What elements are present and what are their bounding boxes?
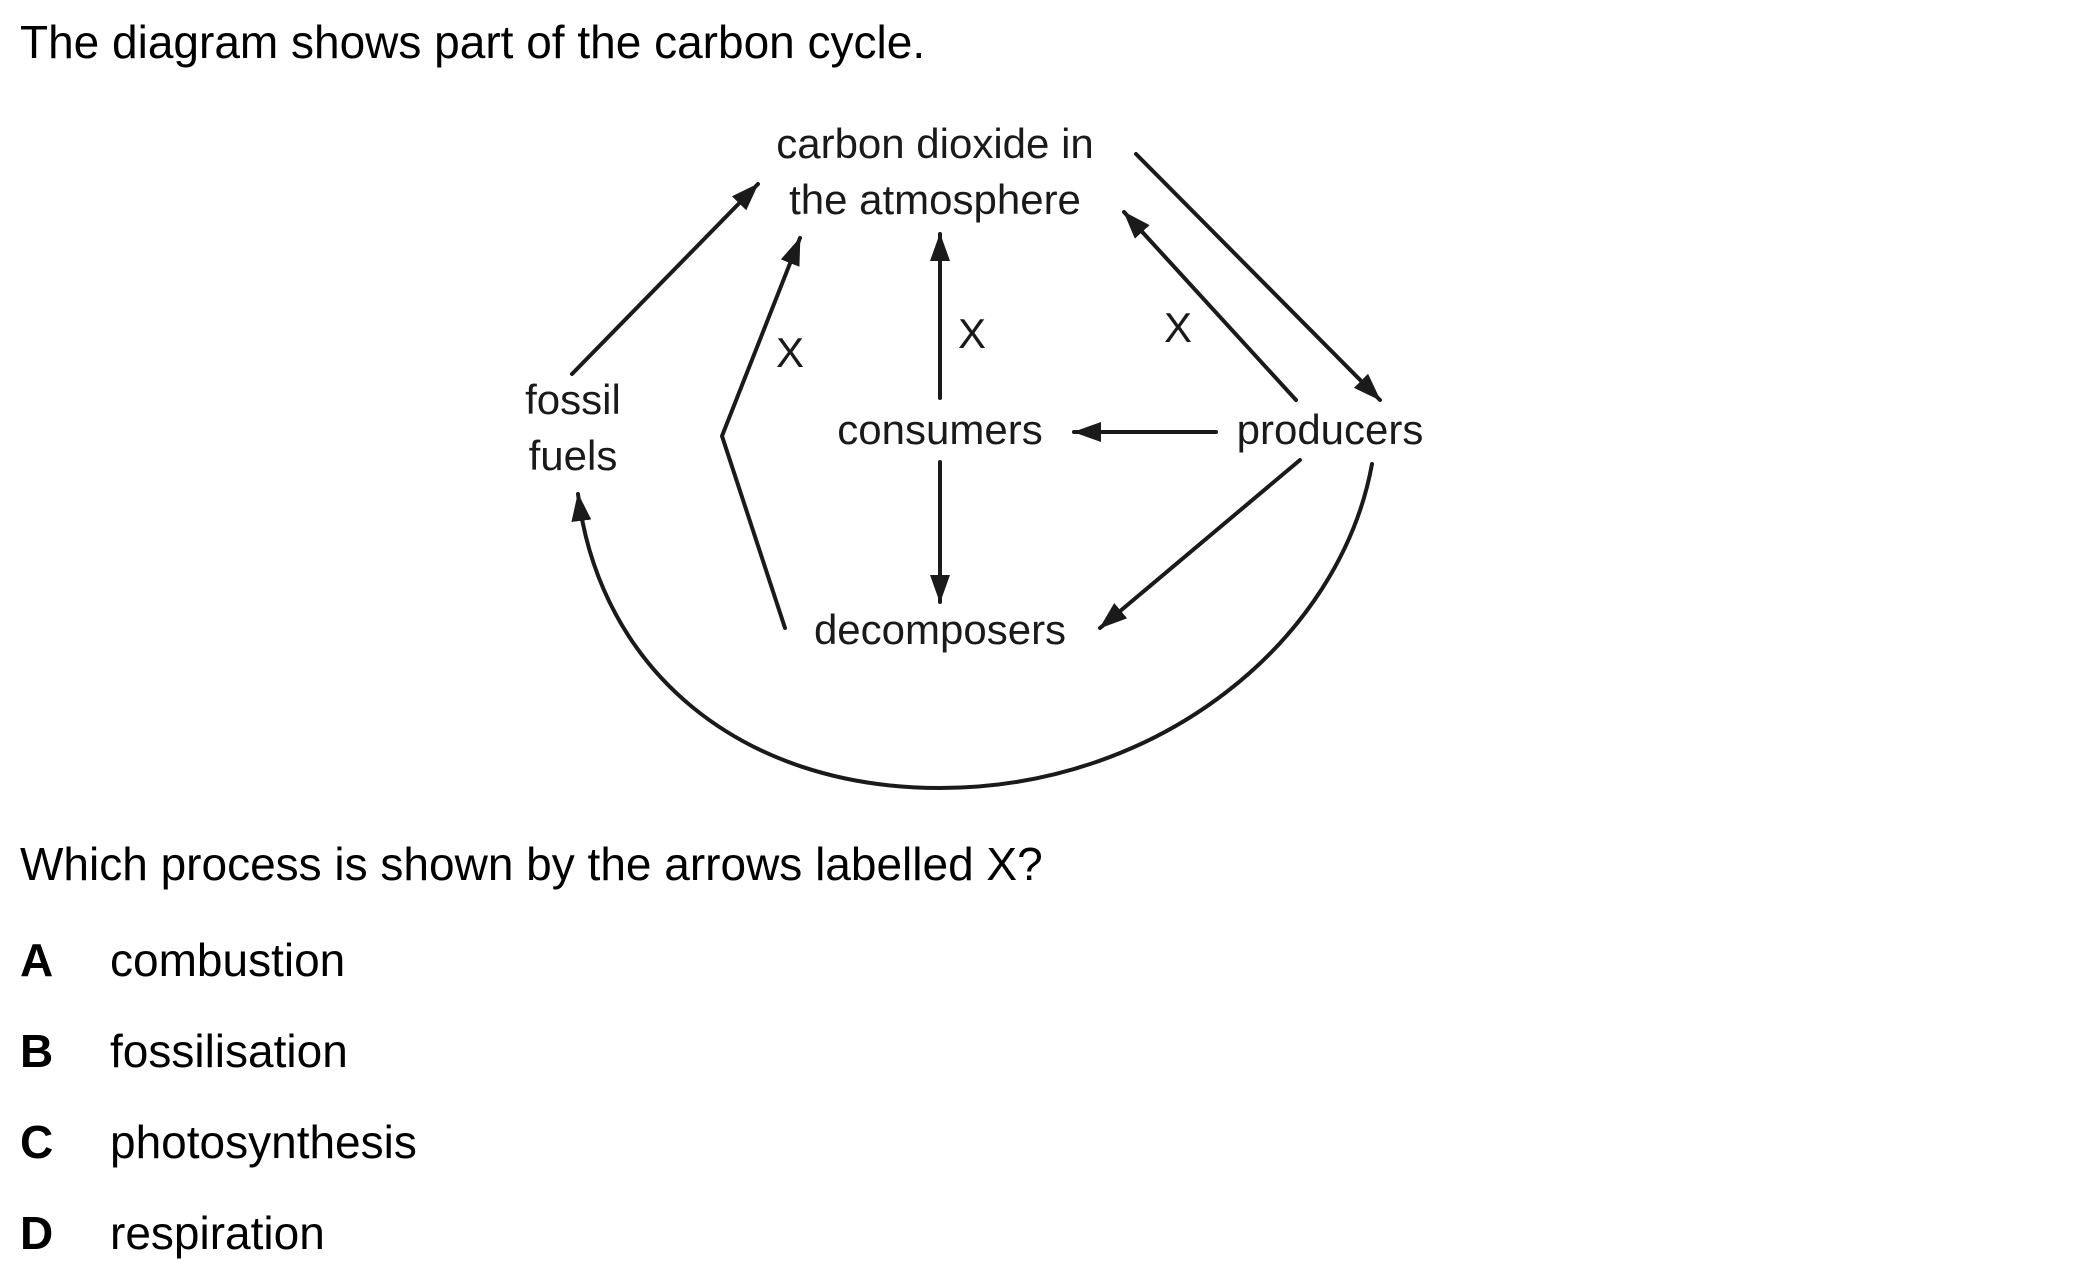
node-fossil-fuels-line1: fossil <box>525 376 621 423</box>
arrow-decomposers-to-co2 <box>719 236 802 630</box>
arrow-producers-to-decomposers <box>1098 458 1302 630</box>
option-text: photosynthesis <box>110 1116 417 1168</box>
option-letter: C <box>20 1116 54 1168</box>
node-producers: producers <box>1237 406 1424 453</box>
option-text: fossilisation <box>110 1025 348 1077</box>
option-letter: A <box>20 934 54 986</box>
option-letter: D <box>20 1207 54 1259</box>
arrow-co2-to-producers <box>1134 152 1382 402</box>
node-co2-line1: carbon dioxide in <box>776 120 1094 167</box>
question-text: Which process is shown by the arrows lab… <box>20 838 1043 890</box>
option-text: combustion <box>110 934 346 986</box>
node-decomposers: decomposers <box>814 606 1066 653</box>
node-co2-line2: the atmosphere <box>789 176 1081 223</box>
label-x-producers: X <box>1164 304 1192 351</box>
node-fossil-fuels-line2: fuels <box>529 432 618 479</box>
node-consumers: consumers <box>837 406 1042 453</box>
arrow-producers-to-co2 <box>1122 210 1298 402</box>
arrow-fossil-to-co2 <box>570 182 760 376</box>
label-x-consumers: X <box>958 310 986 357</box>
intro-text: The diagram shows part of the carbon cyc… <box>20 16 926 68</box>
label-x-decomposers: X <box>776 329 804 376</box>
arrow-producers-to-fossil <box>571 462 1374 791</box>
option-text: respiration <box>110 1207 325 1259</box>
option-letter: B <box>20 1025 54 1077</box>
